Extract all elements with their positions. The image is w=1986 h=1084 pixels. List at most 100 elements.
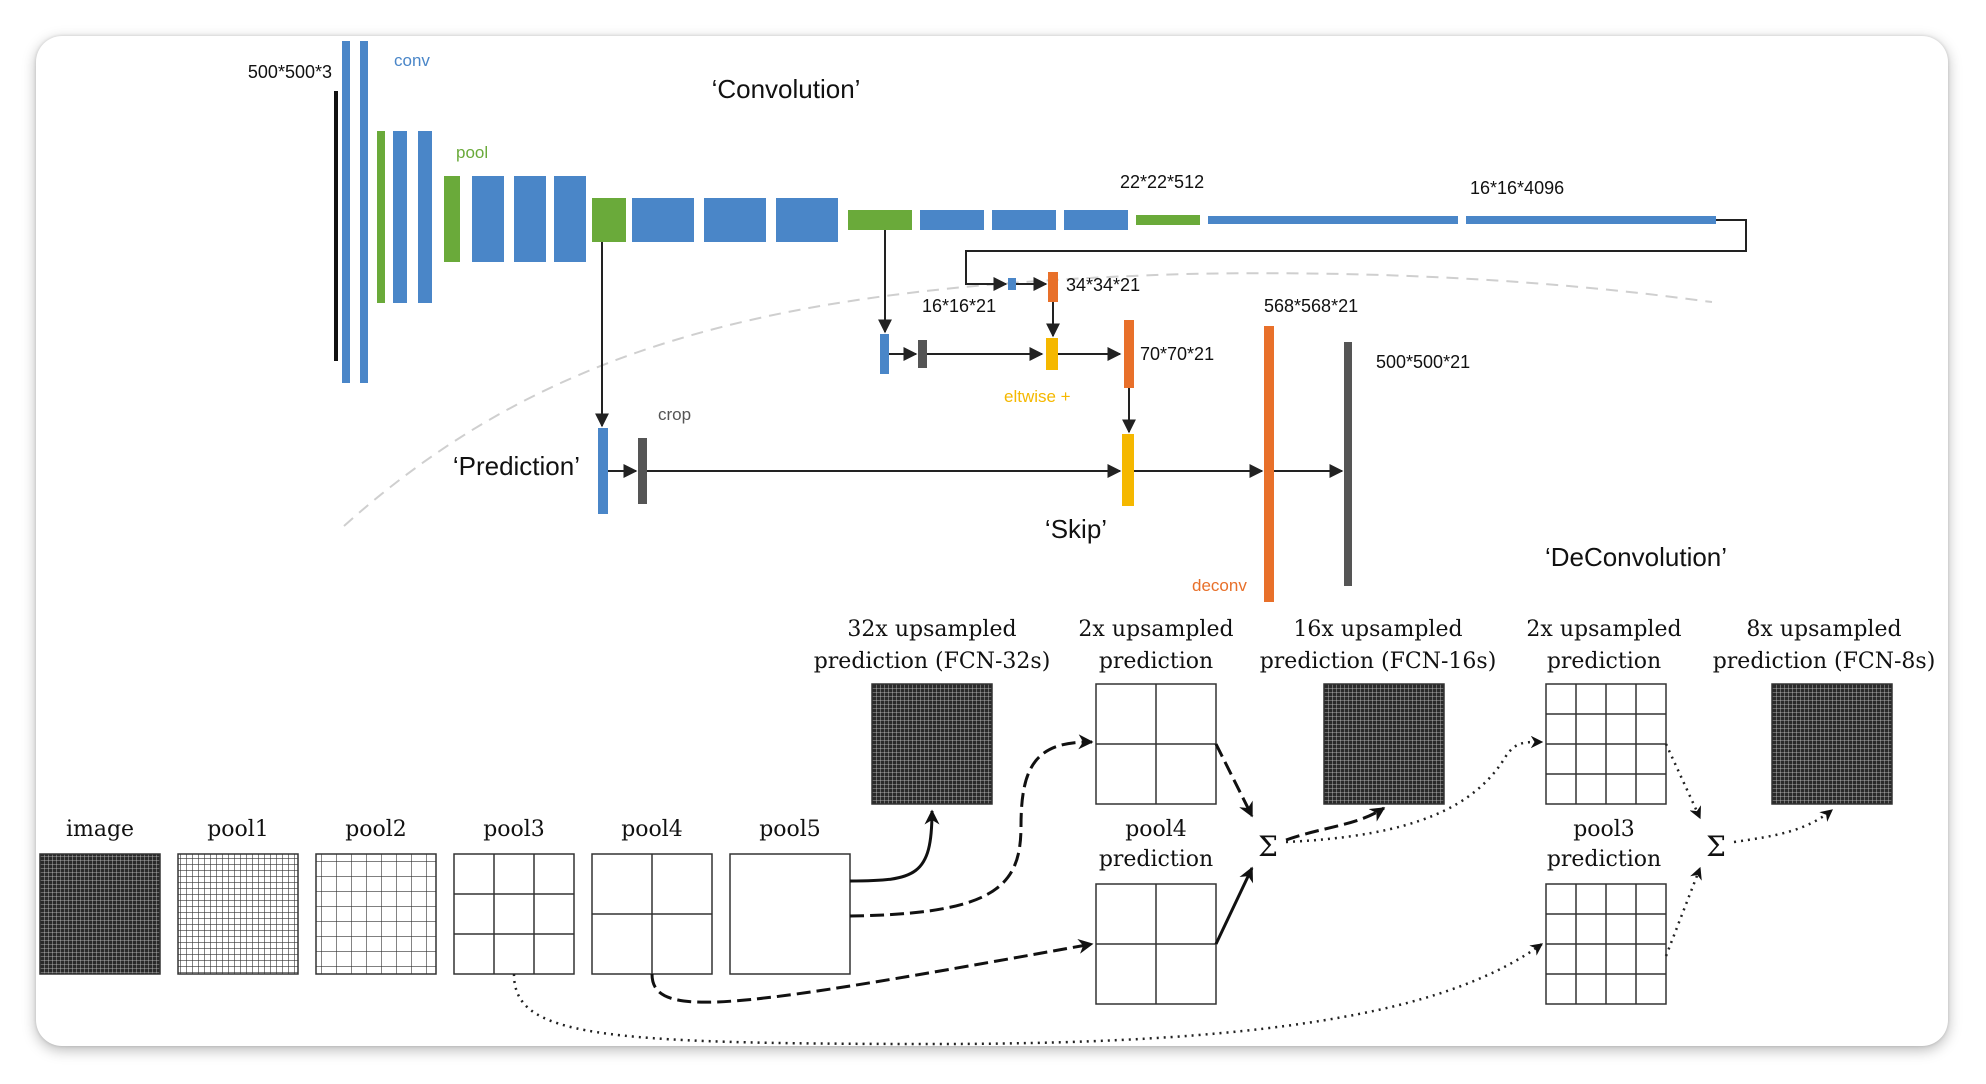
pool3-prediction-label-line1: pool3 <box>1573 817 1635 842</box>
fcn16s-output-grid <box>1323 683 1445 805</box>
fcn32s-label-line1: 32x upsampled <box>847 617 1016 642</box>
pool-label: pool <box>456 143 488 162</box>
pool3-prediction-label-line2: prediction <box>1547 847 1661 872</box>
conv-bar <box>920 210 984 230</box>
final-crop-bar <box>1344 342 1352 586</box>
deconvolution-label: ‘DeConvolution’ <box>1545 542 1727 572</box>
stage-label-pool3: pool3 <box>483 817 545 842</box>
conv-bar <box>1064 210 1128 230</box>
upsampled-2x-a-grid <box>1095 683 1217 805</box>
pool1-grid <box>177 853 299 975</box>
conv-bar <box>472 176 504 262</box>
up2b-label-line2: prediction <box>1547 649 1661 674</box>
score-pool3-bar <box>598 428 608 514</box>
upscore2-bar <box>1048 272 1058 302</box>
fcn32s-label-line2: prediction (FCN-32s) <box>814 649 1051 674</box>
conv-bar <box>360 41 368 383</box>
dims-34-label: 34*34*21 <box>1066 275 1140 295</box>
up2a-label-line1: 2x upsampled <box>1078 617 1233 642</box>
dims-568-label: 568*568*21 <box>1264 296 1358 316</box>
pool5-to-fcn32s-arrow <box>849 809 940 883</box>
pool3-grid <box>453 853 575 975</box>
sum2-to-fcn8s-arrow <box>1733 809 1833 844</box>
pool-bar <box>377 131 385 303</box>
conv-bar <box>554 176 586 262</box>
pool-bar <box>848 210 912 230</box>
stage-label-pool5: pool5 <box>759 817 821 842</box>
conv-bar <box>393 131 407 303</box>
fcn-diagram: ‘Convolution’ 500*500*3 conv pool 22*22*… <box>39 41 1936 1046</box>
pool5-to-up2a-arrow <box>849 734 1094 918</box>
up2b-to-sum-arrow <box>1664 743 1702 820</box>
prediction-label: ‘Prediction’ <box>453 451 580 481</box>
sum-symbol-2: Σ <box>1706 830 1726 863</box>
pool4-to-prediction-arrow <box>650 939 1094 1004</box>
score-pool4-bar <box>880 334 889 374</box>
stage-label-pool2: pool2 <box>345 817 407 842</box>
convolution-title: ‘Convolution’ <box>712 74 861 104</box>
conv-bar <box>776 198 838 242</box>
stage-label-pool4: pool4 <box>621 817 683 842</box>
pool3-to-prediction-arrow <box>512 942 1544 1046</box>
conv-bar <box>342 41 350 383</box>
pool4-grid <box>591 853 713 975</box>
fc-bar <box>1466 216 1716 224</box>
pool4-prediction-grid <box>1095 883 1217 1005</box>
dims-16-4096-label: 16*16*4096 <box>1470 178 1564 198</box>
fcn16s-label-line1: 16x upsampled <box>1293 617 1462 642</box>
fcn8s-label-line1: 8x upsampled <box>1746 617 1901 642</box>
pool4-prediction-label-line1: pool4 <box>1125 817 1187 842</box>
fcn-upsampling-diagram: image pool1 pool2 pool3 pool4 pool5 <box>39 617 1936 1046</box>
conv-bar <box>632 198 694 242</box>
fcn16s-label-line2: prediction (FCN-16s) <box>1260 649 1497 674</box>
stage-label-pool1: pool1 <box>207 817 269 842</box>
conv-bar <box>992 210 1056 230</box>
pool4-prediction-label-line2: prediction <box>1099 847 1213 872</box>
dims-70-label: 70*70*21 <box>1140 344 1214 364</box>
up2a-to-sum-arrow <box>1214 743 1254 818</box>
convolution-pipeline: ‘Convolution’ 500*500*3 conv pool 22*22*… <box>248 41 1747 602</box>
conv-bar <box>514 176 546 262</box>
dims-500-21-label: 500*500*21 <box>1376 352 1470 372</box>
eltwise-label: eltwise + <box>1004 387 1071 406</box>
sum-symbol-1: Σ <box>1258 830 1278 863</box>
conv-label: conv <box>394 51 430 70</box>
input-dims-label: 500*500*3 <box>248 62 332 82</box>
fcn8s-output-grid <box>1771 683 1893 805</box>
pool3pred-to-sum-arrow <box>1664 866 1702 957</box>
fcn32s-output-grid <box>871 683 993 805</box>
input-image-bar <box>334 91 338 361</box>
separator-curve <box>343 272 1713 527</box>
upsampled-2x-b-grid <box>1545 683 1667 805</box>
pool2-grid <box>315 853 437 975</box>
crop-bar <box>638 438 647 504</box>
skip-label: ‘Skip’ <box>1045 514 1107 544</box>
fcn8s-label-line2: prediction (FCN-8s) <box>1713 649 1936 674</box>
pool-bar <box>444 176 460 262</box>
conv-bar <box>418 131 432 303</box>
conv-bar <box>704 198 766 242</box>
deconv-label: deconv <box>1192 576 1247 595</box>
diagram-card: ‘Convolution’ 500*500*3 conv pool 22*22*… <box>36 36 1948 1046</box>
up2a-label-line2: prediction <box>1099 649 1213 674</box>
crop-label: crop <box>658 405 691 424</box>
pool4pred-to-sum-arrow <box>1214 866 1254 945</box>
loop-arrow <box>965 219 1747 291</box>
fuse-pool3-bar <box>1122 434 1134 506</box>
fuse-pool4-bar <box>1046 338 1058 370</box>
dims-22-label: 22*22*512 <box>1120 172 1204 192</box>
upscore-pool4-bar <box>1124 320 1134 388</box>
pool-bar <box>592 198 626 242</box>
pool-bar <box>1136 215 1200 225</box>
sum1-to-fcn16s-arrow <box>1285 806 1386 842</box>
up2b-label-line1: 2x upsampled <box>1526 617 1681 642</box>
dims-16-21-label: 16*16*21 <box>922 296 996 316</box>
score-fr-bar <box>1008 278 1016 290</box>
stage-label-image: image <box>66 817 134 842</box>
pool5-grid <box>729 853 851 975</box>
image-grid <box>39 853 161 975</box>
fc-bar <box>1208 216 1458 224</box>
sum1-to-up2b-arrow <box>1285 735 1544 844</box>
pool3-prediction-grid <box>1545 883 1667 1005</box>
crop-bar <box>918 340 927 368</box>
